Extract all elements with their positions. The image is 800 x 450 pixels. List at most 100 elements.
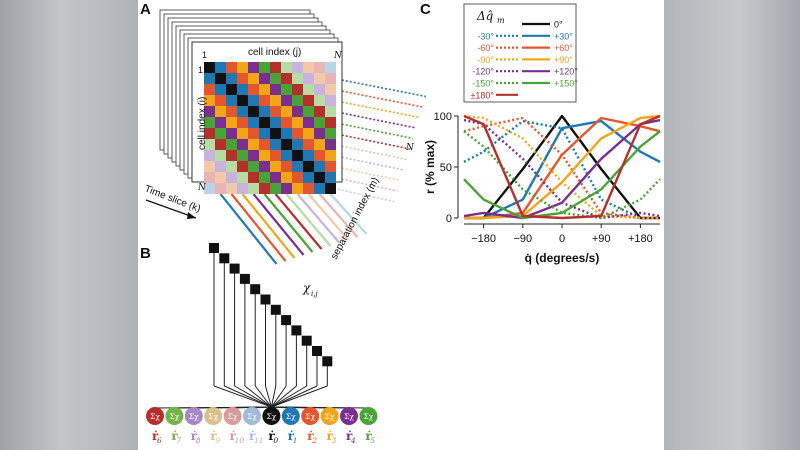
matrix-cell bbox=[226, 150, 237, 161]
rate-node-symbol: Σχ bbox=[266, 412, 276, 421]
blurred-background-left bbox=[0, 0, 138, 450]
matrix-cell bbox=[259, 73, 270, 84]
legend-entry-label: +60° bbox=[554, 43, 573, 53]
rate-node-subscript: 2 bbox=[311, 436, 317, 445]
rate-node-subscript: 5 bbox=[370, 436, 375, 445]
matrix-cell bbox=[303, 84, 314, 95]
matrix-cell bbox=[314, 84, 325, 95]
matrix-cell bbox=[237, 117, 248, 128]
tree-branch-link bbox=[271, 385, 328, 408]
matrix-cell bbox=[303, 106, 314, 117]
matrix-cell bbox=[226, 106, 237, 117]
matrix-cell bbox=[226, 183, 237, 194]
matrix-cell bbox=[281, 84, 292, 95]
legend-title: Δq̂ bbox=[476, 9, 494, 23]
rate-node-label: ṙ bbox=[191, 429, 198, 443]
separation-line-solid bbox=[219, 193, 278, 265]
matrix-cell bbox=[281, 161, 292, 172]
tree-branch-link bbox=[234, 385, 272, 408]
matrix-cell bbox=[237, 62, 248, 73]
chi-square-node bbox=[250, 284, 261, 295]
rate-node-circle bbox=[204, 407, 223, 425]
x-tick-label: +90 bbox=[592, 233, 611, 245]
rate-node-subscript: 6 bbox=[157, 436, 162, 445]
chi-square-node bbox=[209, 243, 219, 253]
matrix-cell bbox=[226, 117, 237, 128]
rate-nodes: Σχṙ6Σχṙ7Σχṙ8Σχṙ9Σχṙ10Σχṙ11Σχṙ0Σχṙ1Σχṙ2Σχ… bbox=[146, 407, 378, 445]
legend-entry-label: -150° bbox=[472, 79, 494, 89]
legend-entry-label: -30° bbox=[477, 31, 494, 41]
matrix-cell bbox=[204, 183, 215, 194]
rate-node-circle bbox=[320, 407, 339, 425]
separation-line-solid bbox=[252, 193, 305, 256]
matrix-cell bbox=[314, 106, 325, 117]
correlation-matrix bbox=[204, 62, 336, 194]
rate-node-symbol: Σχ bbox=[344, 412, 354, 421]
matrix-cell bbox=[303, 183, 314, 194]
matrix-cell bbox=[292, 106, 303, 117]
matrix-cell bbox=[325, 183, 336, 194]
rate-node-label: ṙ bbox=[307, 429, 314, 443]
rate-node-circle bbox=[243, 407, 261, 425]
rate-node-circle bbox=[146, 407, 164, 425]
matrix-cell bbox=[292, 161, 303, 172]
x-tick-label: 0 bbox=[559, 233, 565, 245]
y-tick-label: 100 bbox=[434, 111, 452, 123]
tick-one-top: 1 bbox=[202, 50, 207, 60]
separation-line-dotted bbox=[333, 154, 404, 171]
panel-b-label: B bbox=[140, 245, 151, 262]
separation-line-dotted bbox=[333, 77, 427, 98]
separation-line-dotted bbox=[333, 121, 414, 140]
matrix-cell bbox=[270, 139, 281, 150]
chi-square-node bbox=[312, 346, 322, 356]
matrix-cell bbox=[204, 128, 215, 139]
rate-node-circle bbox=[359, 407, 378, 425]
matrix-cell bbox=[204, 117, 215, 128]
matrix-cell bbox=[325, 95, 336, 106]
rate-node-symbol: Σχ bbox=[247, 412, 257, 421]
legend-entry-label: +30° bbox=[554, 31, 573, 41]
matrix-cell bbox=[237, 106, 248, 117]
series-line bbox=[463, 114, 661, 220]
tree-branch-link bbox=[271, 385, 297, 408]
separation-line-solid bbox=[274, 193, 323, 250]
matrix-cell bbox=[215, 62, 226, 73]
figure-canvas: A 1 N cell index (j) 1 N cell index (i) … bbox=[140, 1, 661, 445]
matrix-cell bbox=[281, 128, 292, 139]
legend-entry-label: ±180° bbox=[470, 90, 494, 100]
matrix-cell bbox=[281, 117, 292, 128]
rate-node-circle bbox=[301, 407, 320, 425]
matrix-cell bbox=[270, 161, 281, 172]
matrix-cell bbox=[226, 128, 237, 139]
rate-node-circle bbox=[165, 407, 184, 425]
matrix-cell bbox=[259, 62, 270, 73]
matrix-cell bbox=[237, 139, 248, 150]
matrix-cell bbox=[303, 172, 314, 183]
rate-node-circle bbox=[281, 407, 300, 425]
rate-node-subscript: 11 bbox=[254, 436, 264, 445]
separation-line-solid bbox=[318, 193, 359, 238]
chi-square-node bbox=[281, 315, 292, 326]
x-tick-label: −180 bbox=[471, 233, 496, 245]
matrix-cell bbox=[204, 95, 215, 106]
matrix-cell bbox=[204, 172, 215, 183]
tick-one-left: 1 bbox=[198, 65, 203, 75]
matrix-cell bbox=[215, 73, 226, 84]
matrix-cell bbox=[204, 150, 215, 161]
matrix-cell bbox=[259, 95, 270, 106]
rate-node-symbol: Σχ bbox=[208, 412, 218, 421]
matrix-cell bbox=[325, 84, 336, 95]
matrix-cell bbox=[303, 161, 314, 172]
matrix-cell bbox=[292, 117, 303, 128]
matrix-cell bbox=[215, 172, 226, 183]
matrix-cell bbox=[259, 117, 270, 128]
separation-line-dotted bbox=[333, 88, 423, 108]
rate-node-label: ṙ bbox=[346, 429, 353, 443]
rate-node-label: ṙ bbox=[171, 429, 178, 443]
chi-square-node bbox=[270, 304, 281, 315]
chi-label: χ bbox=[302, 281, 311, 295]
matrix-cell bbox=[270, 106, 281, 117]
matrix-cell bbox=[325, 172, 336, 183]
chi-square-node bbox=[322, 356, 333, 367]
